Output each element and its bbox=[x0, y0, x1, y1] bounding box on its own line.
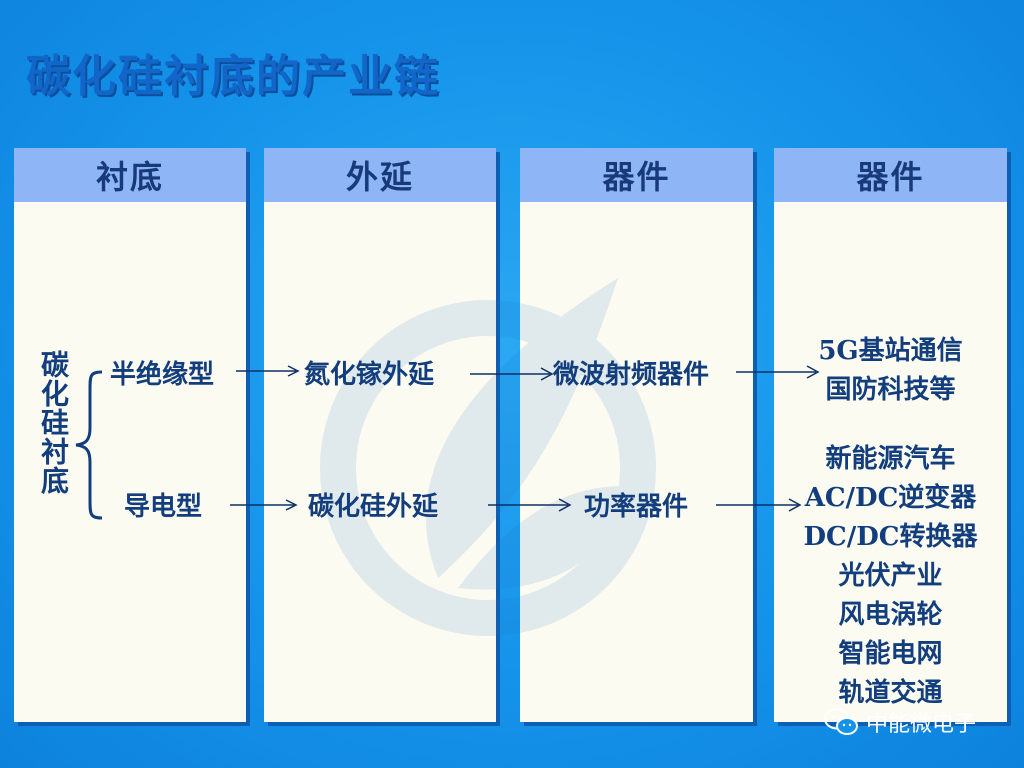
root-node-silicon-carbide-substrate: 碳化硅衬底 bbox=[37, 350, 70, 495]
list-item: 光伏产业 bbox=[838, 561, 943, 591]
list-item: DC/DC转换器 bbox=[803, 522, 978, 552]
list-item: AC/DC逆变器 bbox=[804, 483, 977, 513]
column-header: 器件 bbox=[774, 148, 1007, 202]
brand-watermark: 中能微电子 bbox=[824, 706, 976, 738]
column-header: 器件 bbox=[520, 148, 753, 202]
node-gan-epitaxy: 氮化镓外延 bbox=[304, 360, 435, 390]
list-item: 智能电网 bbox=[838, 639, 943, 669]
column-application: 器件 bbox=[774, 148, 1007, 722]
leaf-watermark-icon bbox=[320, 278, 656, 636]
wechat-icon bbox=[824, 708, 858, 735]
list-item: 风电涡轮 bbox=[838, 600, 943, 630]
arrow-icon bbox=[488, 498, 572, 512]
node-semi-insulating: 半绝缘型 bbox=[110, 360, 215, 390]
arrow-icon bbox=[736, 365, 820, 379]
list-item: 5G基站通信 bbox=[818, 336, 963, 366]
arrow-icon bbox=[716, 498, 802, 512]
application-list-rf: 5G基站通信 国防科技等 bbox=[774, 332, 1007, 410]
application-list-power: 新能源汽车 AC/DC逆变器 DC/DC转换器 光伏产业 风电涡轮 智能电网 轨… bbox=[774, 440, 1007, 713]
list-item: 国防科技等 bbox=[825, 375, 956, 405]
branch-brace-icon bbox=[75, 370, 103, 520]
arrow-icon bbox=[230, 499, 298, 511]
column-header: 外延 bbox=[264, 148, 496, 202]
arrow-icon bbox=[236, 365, 300, 377]
list-item: 新能源汽车 bbox=[825, 444, 956, 474]
node-sic-epitaxy: 碳化硅外延 bbox=[308, 492, 439, 522]
column-substrate: 衬底 bbox=[14, 148, 246, 722]
node-power-device: 功率器件 bbox=[584, 492, 689, 522]
node-rf-device: 微波射频器件 bbox=[553, 360, 710, 390]
arrow-icon bbox=[470, 367, 554, 381]
column-epitaxy: 外延 bbox=[264, 148, 496, 722]
slide-title: 碳化硅衬底的产业链 bbox=[26, 51, 440, 102]
brand-name: 中能微电子 bbox=[866, 712, 977, 737]
column-header: 衬底 bbox=[14, 148, 246, 202]
node-conductive: 导电型 bbox=[124, 492, 203, 522]
list-item: 轨道交通 bbox=[838, 678, 943, 708]
column-device: 器件 bbox=[520, 148, 753, 722]
